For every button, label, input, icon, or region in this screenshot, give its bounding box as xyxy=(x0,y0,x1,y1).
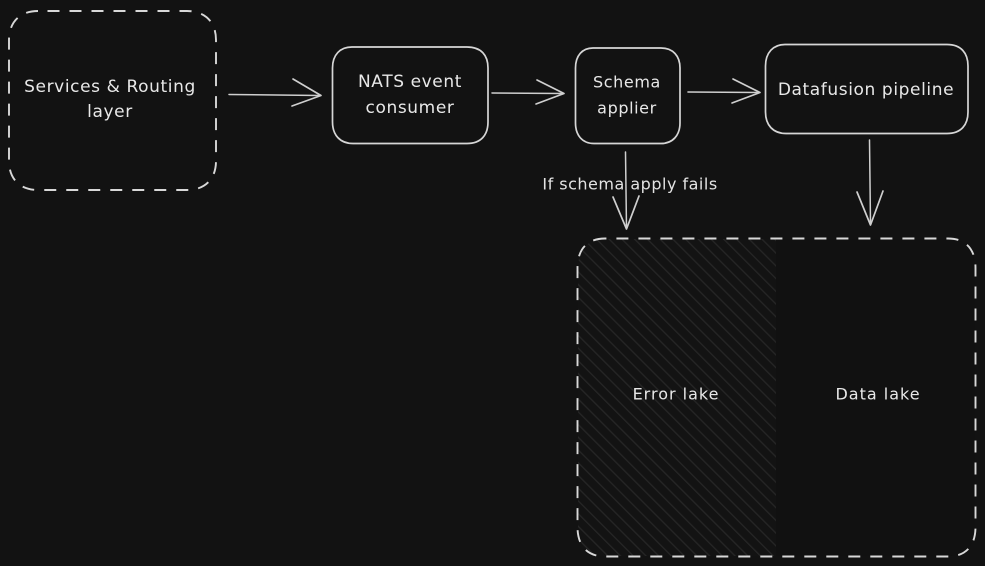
services-routing-layer-label-line1: Services & Routing xyxy=(24,77,196,97)
edge-schema-to-datafusion xyxy=(687,78,761,104)
error-lake-label: Error lake xyxy=(633,385,720,404)
schema-applier-label-line1: Schema xyxy=(593,73,661,92)
data-lake-region[interactable] xyxy=(776,239,975,556)
datafusion-pipeline-label: Datafusion pipeline xyxy=(778,80,954,100)
schema-applier-label-line2: applier xyxy=(597,99,657,118)
edge-schema-to-error-lake-label: If schema apply fails xyxy=(542,175,717,194)
schema-applier-border xyxy=(574,47,681,145)
node-services-routing-layer[interactable]: Services & Routing layer xyxy=(8,10,217,191)
node-datafusion-pipeline[interactable]: Datafusion pipeline xyxy=(764,43,969,135)
nats-event-consumer-label-line1: NATS event xyxy=(358,72,462,92)
nats-event-consumer-border xyxy=(331,46,489,145)
edge-services-to-nats xyxy=(228,78,322,107)
lakes-container[interactable]: Error lake Data lake xyxy=(576,237,977,558)
lakes-container-border xyxy=(576,237,977,558)
datafusion-pipeline-border xyxy=(764,43,969,135)
services-routing-layer-label-line2: layer xyxy=(87,102,133,122)
error-lake-region[interactable] xyxy=(578,239,776,556)
data-lake-label: Data lake xyxy=(835,385,920,404)
node-schema-applier[interactable]: Schema applier xyxy=(574,47,681,145)
edge-schema-to-error-lake: If schema apply fails xyxy=(542,151,717,230)
nats-event-consumer-label-line2: consumer xyxy=(366,98,455,118)
services-routing-layer-border xyxy=(8,10,217,191)
edge-nats-to-schema xyxy=(491,79,565,105)
edge-datafusion-to-data-lake xyxy=(856,139,884,226)
node-nats-event-consumer[interactable]: NATS event consumer xyxy=(331,46,489,145)
